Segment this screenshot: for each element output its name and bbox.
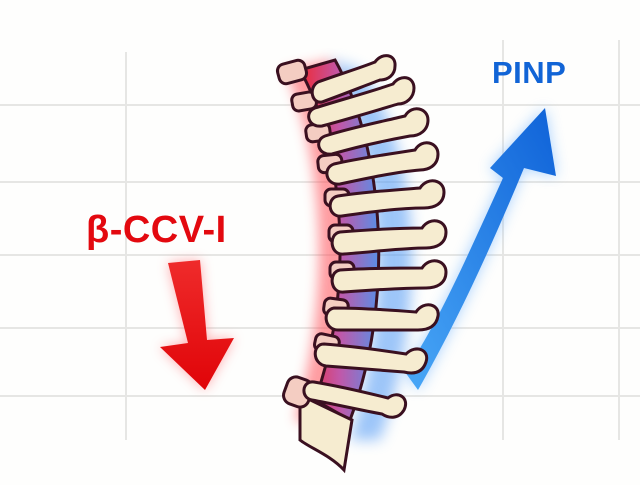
- decrease-arrow-icon: [160, 260, 234, 390]
- spine-illustration: [275, 54, 448, 474]
- increase-marker-label: PINP: [492, 55, 567, 90]
- decrease-marker-label: β-CCV-I: [86, 209, 227, 251]
- increase-arrow-icon: [405, 108, 556, 390]
